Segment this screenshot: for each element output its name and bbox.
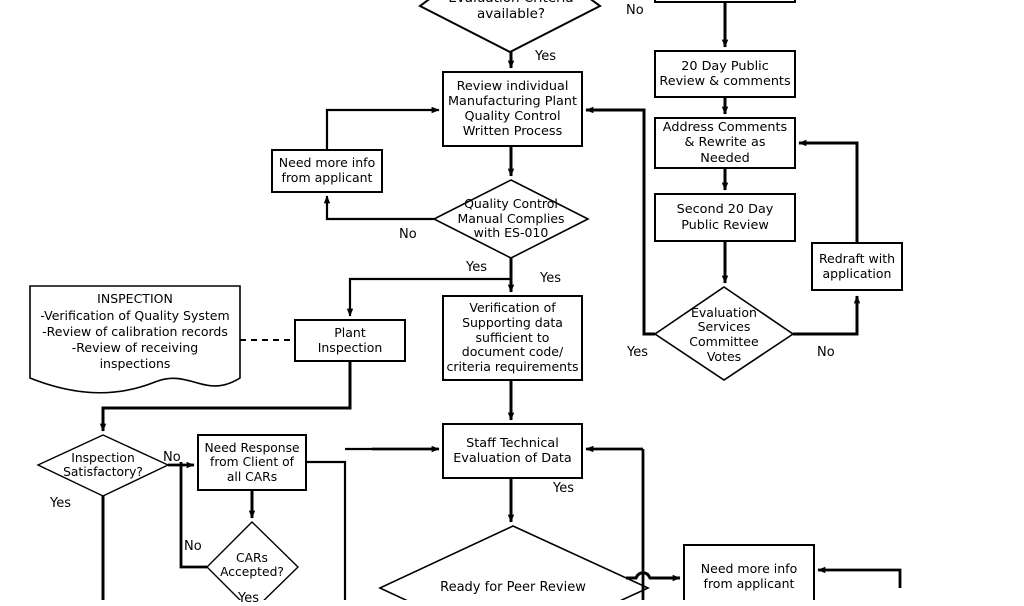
label-inspection-note-line-2: -Review of receiving: [71, 340, 199, 355]
edge-label-yes: Yes: [540, 271, 561, 286]
label-inspection-note-line-1: -Review of calibration records: [42, 324, 228, 339]
node-evaluation-criteria[interactable]: [418, 0, 602, 54]
node-evaluation-services-committee[interactable]: [653, 286, 795, 381]
edge-label-yes: Yes: [466, 260, 487, 275]
node-inspection-note[interactable]: [29, 285, 241, 394]
node-inspection-satisfactory[interactable]: [36, 434, 170, 497]
edge-label-no: No: [184, 539, 202, 554]
node-need-more-info-left[interactable]: [271, 149, 383, 193]
node-need-more-info-right[interactable]: [683, 544, 815, 600]
edge-peerreview-to-needinfo-right: [626, 571, 681, 582]
label-inspection-note-line-0: -Verification of Quality System: [40, 308, 230, 323]
node-twenty-day-public[interactable]: [654, 50, 796, 98]
edge-needinfo-to-review: [325, 106, 440, 150]
edge-label-yes: Yes: [535, 49, 556, 64]
edge-plant-to-inspsat: [99, 361, 352, 432]
edge-redraft-to-address: [798, 139, 859, 243]
node-second-twenty-day[interactable]: [654, 193, 796, 242]
edge-cars-no-loop: [179, 462, 207, 569]
node-redraft-with-application[interactable]: [811, 242, 903, 291]
node-plant-inspection[interactable]: [294, 319, 406, 362]
edge-needresponse-right: [306, 460, 347, 600]
node-verification-supporting[interactable]: [442, 295, 583, 381]
edge-label-no: No: [399, 227, 417, 242]
node-qc-manual-complies[interactable]: [432, 179, 590, 259]
edge-label-yes: Yes: [238, 591, 259, 606]
node-review-individual[interactable]: [442, 71, 583, 147]
node-address-comments[interactable]: [654, 117, 796, 169]
edge-label-no: No: [817, 345, 835, 360]
edge-label-yes: Yes: [50, 496, 71, 511]
node-ready-peer-review[interactable]: [378, 525, 650, 600]
edge-qc-yes-to-plant: [346, 277, 511, 317]
edge-label-no: No: [626, 3, 644, 18]
node-need-response-client[interactable]: [197, 434, 307, 491]
edge-esc-yes-to-review: [585, 106, 655, 336]
node-top-right-box[interactable]: [654, 0, 796, 3]
edge-label-yes: Yes: [553, 481, 574, 496]
label-inspection-note-line-3: inspections: [99, 356, 171, 371]
label-inspection-note-title: INSPECTION: [97, 291, 173, 306]
edge-esc-no-to-redraft: [793, 295, 861, 336]
edge-label-yes: Yes: [627, 345, 648, 360]
node-staff-technical[interactable]: [442, 423, 583, 479]
node-cars-accepted[interactable]: [206, 521, 300, 600]
edge-return-into-needinfo-right: [817, 566, 902, 588]
edge-qc-no-to-needinfo: [323, 195, 434, 221]
edge-label-no: No: [163, 450, 181, 465]
